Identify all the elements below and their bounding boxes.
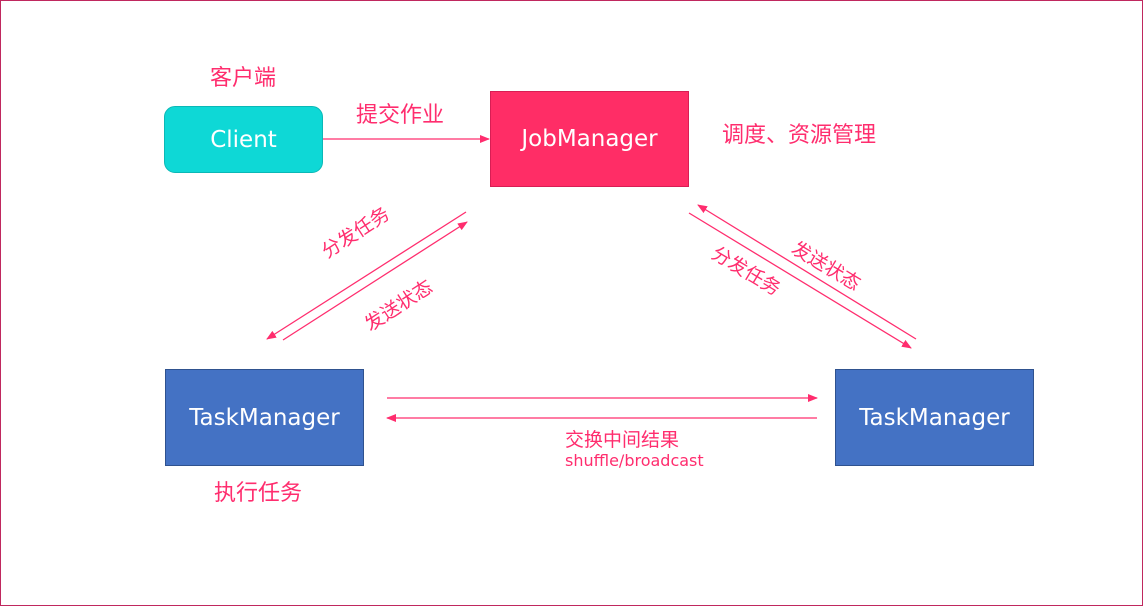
client-caption: 客户端 bbox=[210, 66, 277, 91]
client-node-label: Client bbox=[210, 126, 277, 153]
arrow-left-status bbox=[282, 221, 468, 341]
taskmanager-right-node: TaskManager bbox=[835, 369, 1034, 466]
arrow-right-status bbox=[697, 204, 917, 340]
jobmanager-caption: 调度、资源管理 bbox=[722, 123, 877, 148]
submit-job-label: 提交作业 bbox=[356, 103, 445, 128]
client-node: Client bbox=[164, 106, 323, 173]
taskmanager-right-label: TaskManager bbox=[859, 404, 1010, 431]
taskmanager-left-label: TaskManager bbox=[189, 404, 340, 431]
jobmanager-node-label: JobManager bbox=[521, 126, 658, 152]
exchange-label: 交换中间结果 bbox=[565, 429, 680, 451]
arrow-right-dispatch bbox=[688, 212, 912, 349]
taskmanager-caption: 执行任务 bbox=[214, 481, 303, 506]
arrow-left-dispatch bbox=[266, 211, 467, 340]
taskmanager-left-node: TaskManager bbox=[165, 369, 364, 466]
exchange-sub-label: shuffle/broadcast bbox=[565, 451, 704, 470]
jobmanager-node: JobManager bbox=[490, 91, 689, 187]
